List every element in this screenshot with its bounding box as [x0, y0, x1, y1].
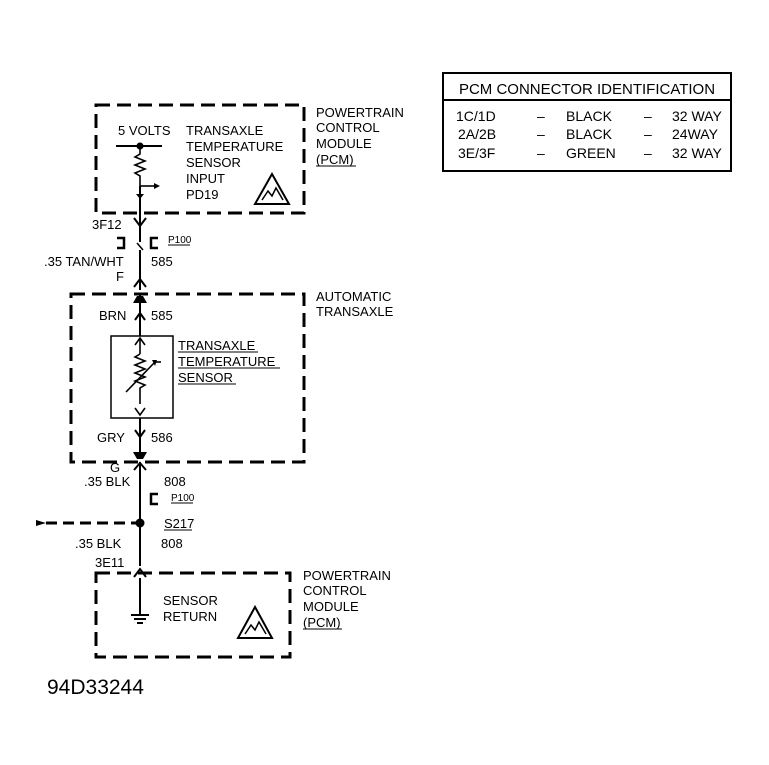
table-row-2-dash: – [537, 126, 545, 142]
connector-p100-bottom: P100 [171, 493, 195, 504]
ground-icon [131, 614, 149, 624]
pcm-top-name-2: CONTROL [316, 120, 380, 135]
splice-s217-dot [135, 518, 145, 528]
pcm-top-name-1: POWERTRAIN [316, 105, 404, 120]
wire1-circuit: 585 [151, 308, 173, 323]
table-row-3-dash: – [537, 145, 545, 161]
transaxle-name-1: AUTOMATIC [316, 289, 391, 304]
table-row-1-dash2: – [644, 108, 652, 124]
table-row-1-connector: 1C/1D [456, 108, 496, 124]
table-row-1-dash: – [537, 108, 545, 124]
wire-bottom-gauge-color: .35 BLK [84, 474, 131, 489]
pcm-bottom-name-3: MODULE [303, 599, 359, 614]
wire-bottom-circuit: 808 [164, 474, 186, 489]
input-label-1: TRANSAXLE [186, 123, 264, 138]
automatic-transaxle: AUTOMATIC TRANSAXLE BRN 585 TRANSAXLE TE… [69, 289, 394, 464]
pcm-bottom-name-1: POWERTRAIN [303, 568, 391, 583]
wire-top-circuit: 585 [151, 254, 173, 269]
table-row-3-connector: 3E/3F [458, 145, 495, 161]
voltage-label: 5 VOLTS [118, 123, 171, 138]
pcm-bottom-module: POWERTRAIN CONTROL MODULE (PCM) SENSOR R… [94, 568, 391, 659]
table-row-1-color: BLACK [566, 108, 613, 124]
esd-warning-icon [253, 171, 291, 205]
pcm-top-module: POWERTRAIN CONTROL MODULE (PCM) 5 VOLTS … [94, 103, 404, 215]
sensor-label-2: TEMPERATURE [178, 354, 276, 369]
table-row-3-type: 32 WAY [672, 145, 722, 161]
pcm-top-name-4: (PCM) [316, 152, 354, 167]
wire-bottom: G .35 BLK 808 P100 S217 .35 BLK 808 3E11 [36, 460, 195, 578]
table-row-2-type: 24WAY [672, 126, 719, 142]
esd-warning-icon [236, 604, 274, 639]
pcm-bottom-name-2: CONTROL [303, 583, 367, 598]
wire-top-gauge-color: .35 TAN/WHT [44, 254, 124, 269]
wire-top: 3F12 P100 .35 TAN/WHT 585 F [44, 213, 192, 290]
table-row-3-dash2: – [644, 145, 652, 161]
table-row-1-type: 32 WAY [672, 108, 722, 124]
input-label-5: PD19 [186, 187, 219, 202]
table-row-2-connector: 2A/2B [458, 126, 496, 142]
sensor-label-3: SENSOR [178, 370, 233, 385]
connector-pin-f: F [116, 269, 124, 284]
wire2-color: GRY [97, 430, 125, 445]
transaxle-temperature-sensor [110, 335, 174, 419]
wire1-color: BRN [99, 308, 126, 323]
wire2-circuit: 586 [151, 430, 173, 445]
figure-id: 94D33244 [47, 676, 144, 699]
return-label-2: RETURN [163, 609, 217, 624]
connector-p100-top: P100 [168, 235, 192, 246]
splice-s217: S217 [164, 516, 194, 531]
table-row-2-color: BLACK [566, 126, 613, 142]
pcm-top-name-3: MODULE [316, 136, 372, 151]
input-label-4: INPUT [186, 171, 225, 186]
table-title: PCM CONNECTOR IDENTIFICATION [459, 81, 715, 98]
wire-bottom-gauge-color-2: .35 BLK [75, 536, 122, 551]
input-label-2: TEMPERATURE [186, 139, 284, 154]
pin-3e11: 3E11 [95, 555, 124, 570]
sensor-label-1: TRANSAXLE [178, 338, 256, 353]
pcm-bottom-name-4: (PCM) [303, 615, 341, 630]
wire-bottom-circuit-2: 808 [161, 536, 183, 551]
table-row-3-color: GREEN [566, 145, 616, 161]
pcm-connector-table: PCM CONNECTOR IDENTIFICATION 1C/1D – BLA… [442, 72, 732, 172]
return-label-1: SENSOR [163, 593, 218, 608]
connector-pin-g: G [110, 460, 120, 475]
table-row-2-dash2: – [644, 126, 652, 142]
input-label-3: SENSOR [186, 155, 241, 170]
transaxle-name-2: TRANSAXLE [316, 304, 394, 319]
pin-3f12: 3F12 [92, 217, 122, 232]
